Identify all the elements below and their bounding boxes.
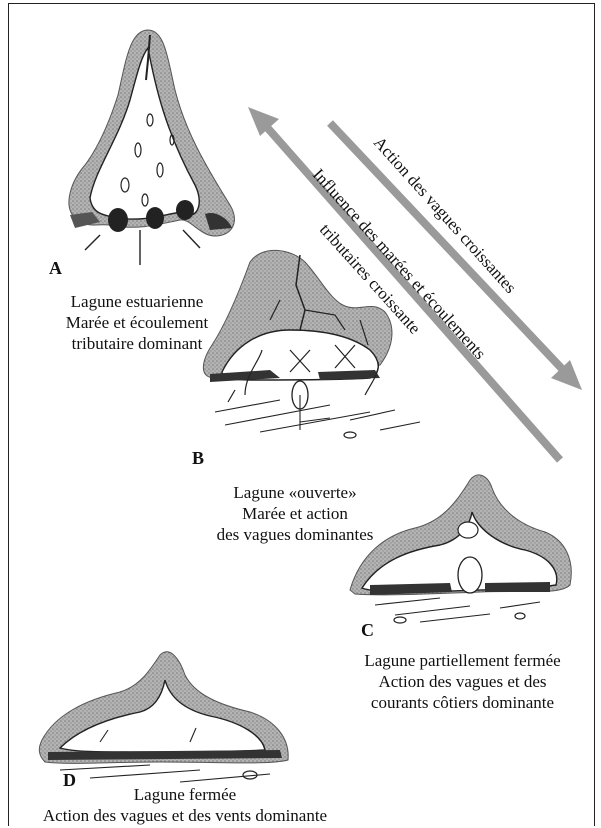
panel-c-line1: Lagune partiellement fermée xyxy=(340,650,585,671)
panel-d-line2: Action des vagues et des vents dominante xyxy=(25,805,345,826)
panel-a-line1: Lagune estuarienne xyxy=(32,291,242,312)
panel-c-caption: Lagune partiellement fermée Action des v… xyxy=(340,650,585,713)
panel-c-letter: C xyxy=(361,620,374,641)
panel-a-letter: A xyxy=(49,258,62,279)
panel-a-caption: Lagune estuarienne Marée et écoulement t… xyxy=(32,291,242,354)
lagoon-a-drawing xyxy=(69,30,234,265)
lagoon-d-drawing xyxy=(39,652,288,782)
panel-b-line2: Marée et action xyxy=(180,503,410,524)
panel-d-line1: Lagune fermée xyxy=(25,784,345,805)
panel-c-line2: Action des vagues et des xyxy=(340,671,585,692)
panel-b-line1: Lagune «ouverte» xyxy=(180,482,410,503)
panel-b-letter: B xyxy=(192,448,204,469)
panel-a-line3: tributaire dominant xyxy=(32,333,242,354)
panel-a-line2: Marée et écoulement xyxy=(32,312,242,333)
panel-d-caption: Lagune fermée Action des vagues et des v… xyxy=(25,784,345,826)
panel-b-line3: des vagues dominantes xyxy=(180,524,410,545)
panel-c-line3: courants côtiers dominante xyxy=(340,692,585,713)
panel-b-caption: Lagune «ouverte» Marée et action des vag… xyxy=(180,482,410,545)
